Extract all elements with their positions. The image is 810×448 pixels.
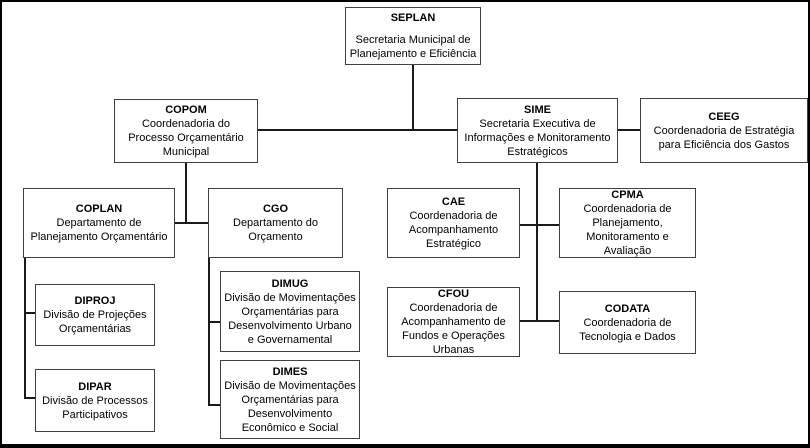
connector-coplan-drop [24,257,26,399]
org-name: Coordenadoria de Acompanhamento de Fundo… [401,302,506,356]
org-acronym: CAE [441,196,466,208]
org-box-diproj: DIPROJ Divisão de Projeções Orçamentária… [35,284,155,346]
org-box-cpma: CPMA Coordenadoria de Planejamento, Moni… [559,188,696,258]
org-name: Secretaria Municipal de Planejamento e E… [349,34,477,60]
org-acronym: COPOM [165,104,207,116]
connector-coplan-cgo [174,222,209,224]
org-name: Coordenadoria de Estratégia para Eficiên… [653,124,795,151]
org-name: Divisão de Movimentações Orçamentárias p… [224,291,356,346]
org-box-ceeg: CEEG Coordenadoria de Estratégia para Ef… [640,98,808,163]
org-acronym: SIME [524,103,551,116]
org-acronym: DIPAR [78,380,112,393]
connector-copom-drop [185,162,187,223]
org-acronym: CGO [262,203,289,215]
connector-dimug-stub [208,321,221,323]
org-box-dimug: DIMUG Divisão de Movimentações Orçamentá… [220,271,360,352]
org-box-cgo: CGO Departamento do Orçamento [208,188,343,258]
org-box-sime: SIME Secretaria Executiva de Informações… [457,98,618,163]
org-acronym: SEPLAN [390,12,436,24]
org-acronym: CODATA [604,302,651,315]
org-acronym: CEEG [708,110,740,123]
connector-dipar-stub [24,397,36,399]
org-name: Divisão de Movimentações Orçamentárias p… [224,379,356,434]
org-name: Divisão de Projeções Orçamentárias [43,309,147,335]
connector-cgo-drop [208,257,210,406]
org-name: Secretaria Executiva de Informações e Mo… [464,117,611,158]
org-name: Coordenadoria de Acompanhamento Estratég… [408,210,499,250]
org-name: Departamento de Planejamento Orçamentári… [30,217,168,243]
connector-seplan-drop [412,63,414,130]
org-name: Coordenadoria de Planejamento, Monitoram… [583,203,672,257]
org-box-cae: CAE Coordenadoria de Acompanhamento Estr… [387,188,520,258]
connector-copom-sime [257,129,458,131]
org-box-cfou: CFOU Coordenadoria de Acompanhamento de … [387,287,520,357]
org-name: Coordenadoria de Tecnologia e Dados [579,316,676,343]
connector-sime-ceeg [617,129,641,131]
org-acronym: DIPROJ [74,295,116,307]
org-box-codata: CODATA Coordenadoria de Tecnologia e Dad… [559,291,696,354]
org-acronym: COPLAN [75,203,123,215]
org-name: Divisão de Processos Participativos [42,394,148,421]
org-box-dipar: DIPAR Divisão de Processos Participativo… [35,369,155,432]
connector-diproj-stub [24,312,36,314]
org-acronym: CPMA [611,189,644,201]
org-name: Departamento do Orçamento [233,217,318,243]
org-box-coplan: COPLAN Departamento de Planejamento Orça… [23,188,175,258]
connector-sime-drop [536,162,538,322]
connector-cae-cpma [519,224,560,226]
org-name: Coordenadoria do Processo Orçamentário M… [128,118,244,158]
org-acronym: DIMUG [271,277,309,290]
org-acronym: CFOU [437,288,470,300]
connector-cfou-codata [519,320,560,322]
org-box-seplan: SEPLAN Secretaria Municipal de Planejame… [345,7,481,65]
org-box-dimes: DIMES Divisão de Movimentações Orçamentá… [220,360,360,439]
connector-dimes-stub [208,404,221,406]
org-box-copom: COPOM Coordenadoria do Processo Orçament… [114,99,258,163]
org-acronym: DIMES [272,365,308,378]
